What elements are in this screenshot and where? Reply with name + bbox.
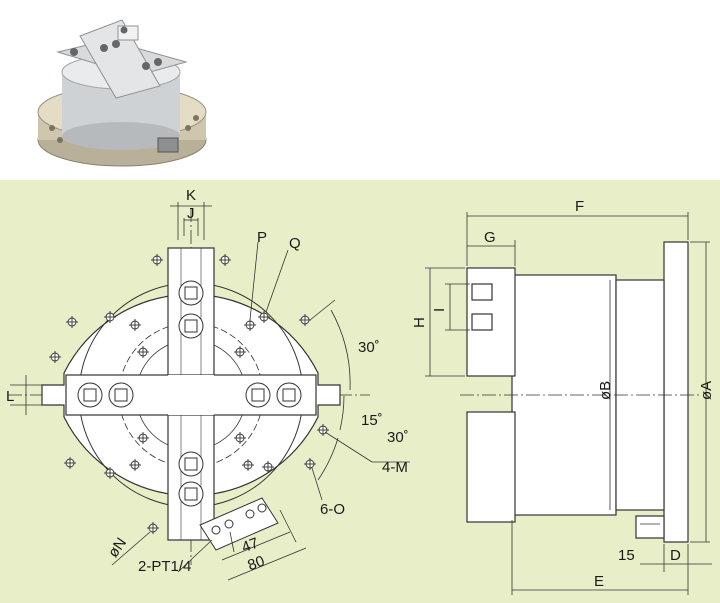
label-6-O: 6-O xyxy=(320,501,345,518)
label-H: H xyxy=(411,317,428,328)
front-view xyxy=(8,208,370,565)
label-80: 80 xyxy=(245,553,266,575)
label-Q: Q xyxy=(289,235,301,252)
side-dimensions xyxy=(425,212,712,595)
label-G: G xyxy=(484,229,496,246)
pt-fitting-block xyxy=(199,497,279,551)
label-K: K xyxy=(186,187,196,204)
label-I: I xyxy=(431,308,448,312)
label-angle-30-top: 30˚ xyxy=(358,339,380,356)
label-angle-15: 15˚ xyxy=(361,412,383,429)
front-dimensions xyxy=(10,202,410,581)
label-47: 47 xyxy=(239,535,260,557)
power-chuck-photo-icon xyxy=(37,19,207,167)
mounting-holes xyxy=(49,254,329,534)
label-15: 15 xyxy=(618,547,635,564)
label-L: L xyxy=(6,388,14,405)
label-D: D xyxy=(670,547,681,564)
label-4-M: 4-M xyxy=(382,459,408,476)
label-F: F xyxy=(575,198,584,215)
label-J: J xyxy=(187,205,195,222)
chuck-photo xyxy=(37,19,207,167)
jaw-bolts xyxy=(77,280,302,507)
label-P: P xyxy=(257,229,267,246)
label-2-PT1-4: 2-PT1/4 xyxy=(138,558,191,575)
label-angle-30-bottom: 30˚ xyxy=(387,429,409,446)
label-A: øA xyxy=(698,381,715,400)
label-B: øB xyxy=(597,381,614,400)
technical-drawing: K J P Q L 30˚ 15˚ 30˚ 4-M 6-O øN 2-PT1/4… xyxy=(0,180,720,603)
label-E: E xyxy=(594,573,604,590)
side-labels: F G H I øB øA E 15 D xyxy=(411,198,715,590)
